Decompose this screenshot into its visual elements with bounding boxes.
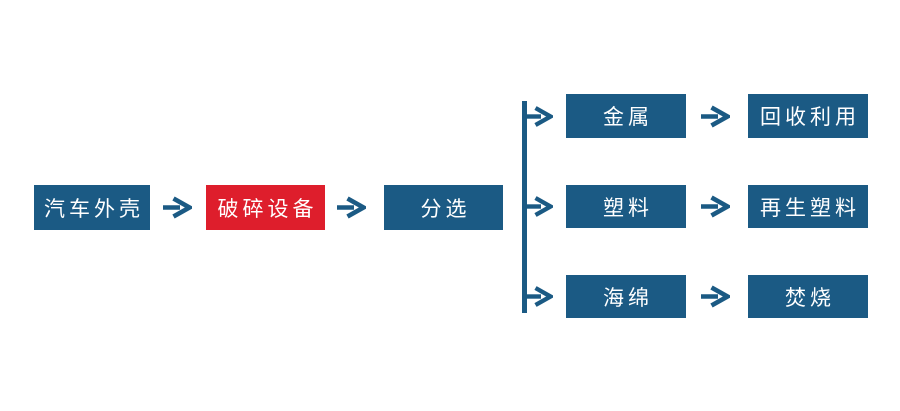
node-sorting: 分选	[384, 185, 503, 230]
arrow-right-icon	[336, 196, 366, 219]
arrow-right-icon	[700, 285, 730, 308]
branch-connector-line	[522, 101, 527, 313]
branch-arrow-right-icon	[525, 285, 553, 308]
arrow-right-icon	[700, 195, 730, 218]
branch-arrow-right-icon	[525, 195, 553, 218]
node-crushing-equipment: 破碎设备	[206, 185, 325, 230]
node-car-shell: 汽车外壳	[34, 185, 150, 230]
node-incineration: 焚烧	[748, 275, 868, 318]
node-metal: 金属	[566, 94, 686, 138]
node-sponge: 海绵	[566, 275, 686, 318]
node-recycled-plastic: 再生塑料	[748, 185, 868, 228]
arrow-right-icon	[162, 196, 192, 219]
node-recycling-reuse: 回收利用	[748, 94, 868, 138]
arrow-right-icon	[700, 105, 730, 128]
branch-arrow-right-icon	[525, 105, 553, 128]
node-plastic: 塑料	[566, 185, 686, 228]
